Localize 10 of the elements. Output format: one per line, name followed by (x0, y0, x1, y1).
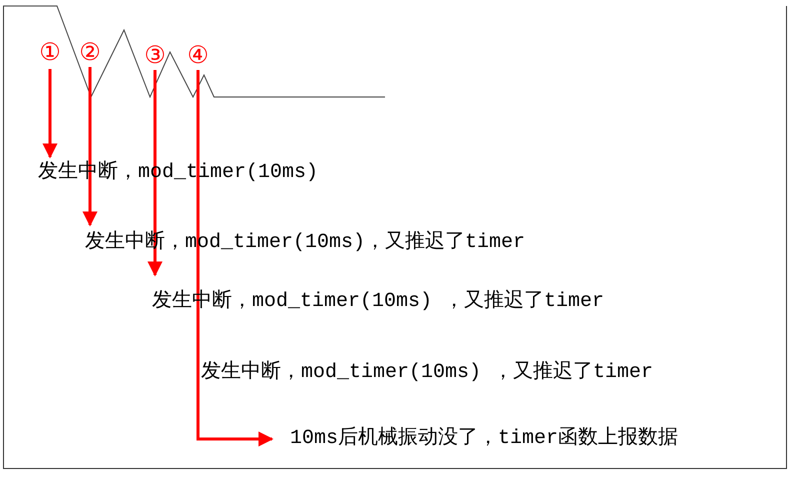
step-text: 发生中断，mod_timer(10ms) ，又推迟了timer (201, 361, 746, 385)
arrow (42, 69, 58, 158)
callout-number: ③ (142, 42, 168, 68)
arrow (148, 70, 162, 276)
callout-number: ① (37, 39, 63, 65)
callout-number: ② (77, 39, 103, 65)
step-text: 10ms后机械振动没了，timer函数上报数据 (290, 427, 780, 451)
arrow (196, 70, 274, 446)
callout-number: ④ (185, 42, 211, 68)
arrow (82, 67, 98, 226)
